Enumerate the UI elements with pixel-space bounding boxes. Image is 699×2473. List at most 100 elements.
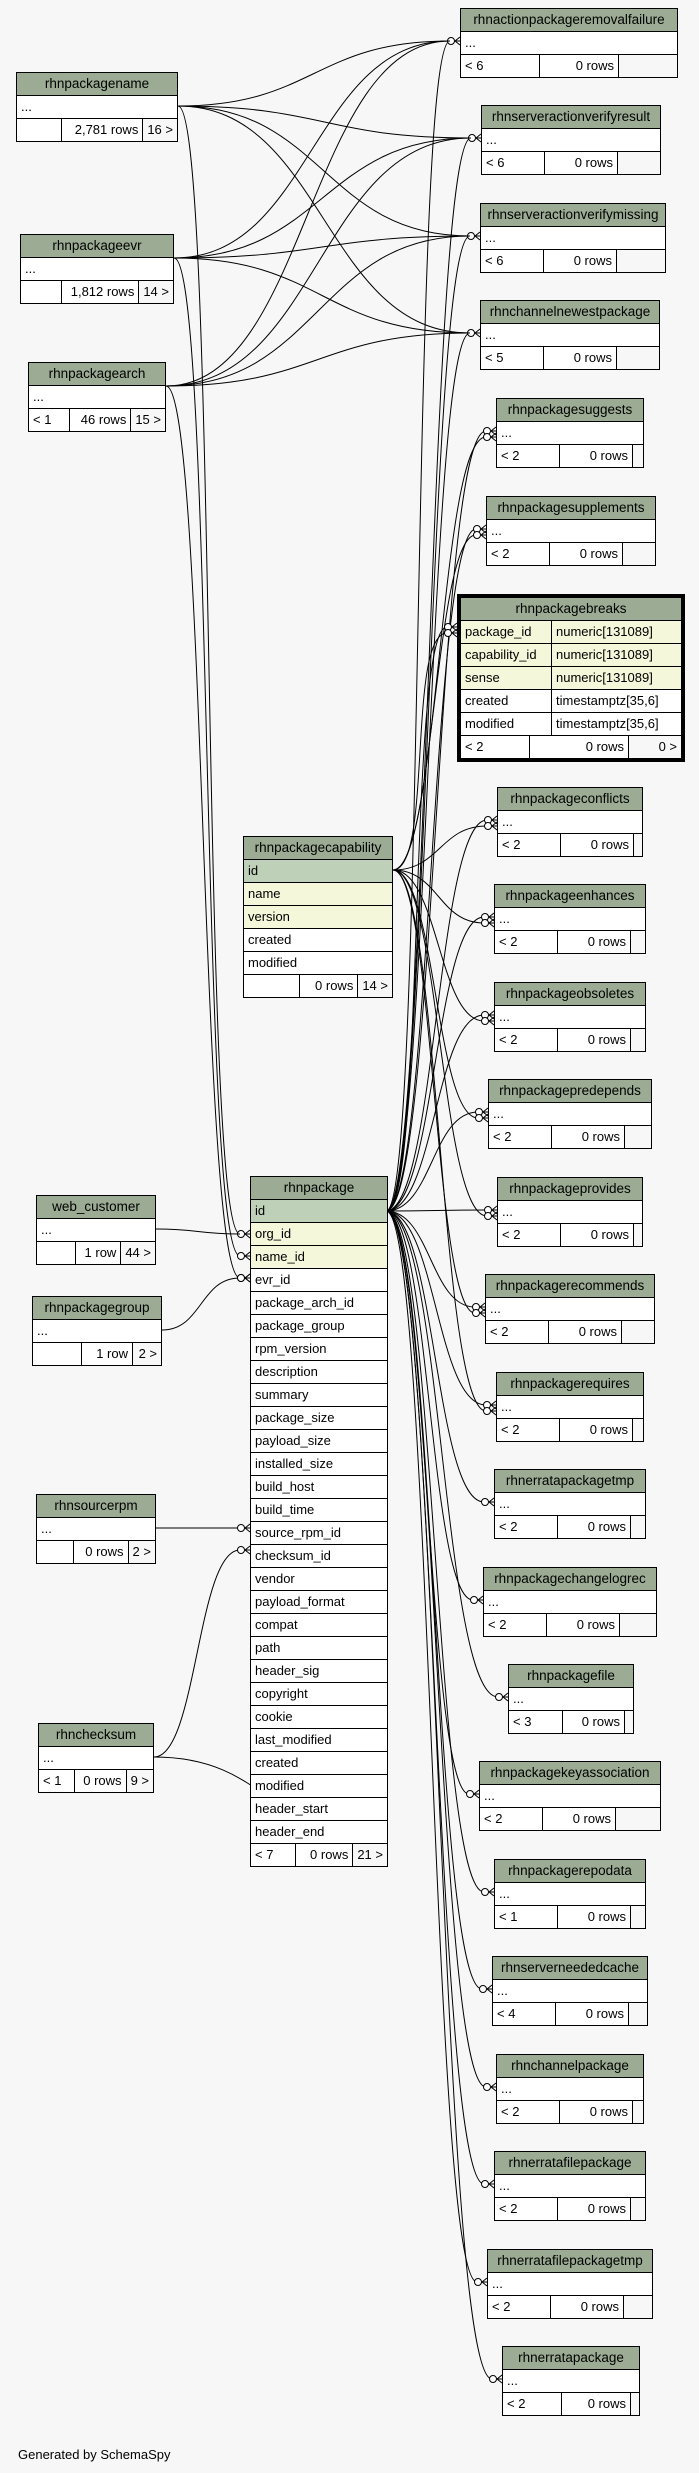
table-title[interactable]: rhnpackageprovides xyxy=(498,1178,642,1201)
footer-parents[interactable]: < 1 xyxy=(495,1906,557,1928)
table-title[interactable]: rhnpackagerecommends xyxy=(486,1275,654,1298)
footer-parents[interactable]: < 2 xyxy=(486,1321,548,1343)
table-title[interactable]: rhnpackagekeyassociation xyxy=(480,1762,660,1785)
table-title[interactable]: rhnpackagesuggests xyxy=(497,399,643,422)
footer-parents[interactable] xyxy=(37,1541,73,1563)
footer-children[interactable] xyxy=(632,445,643,467)
table-title[interactable]: rhnpackagefile xyxy=(509,1665,633,1688)
table-title[interactable]: rhnerratafilepackage xyxy=(495,2152,645,2175)
footer-parents[interactable]: < 2 xyxy=(497,2101,559,2123)
table-title[interactable]: rhnpackagebreaks xyxy=(461,598,681,621)
table-title[interactable]: rhnpackageobsoletes xyxy=(495,983,645,1006)
footer-children[interactable]: 14 > xyxy=(138,281,173,303)
table-title[interactable]: rhnerratapackage xyxy=(503,2347,639,2370)
footer-children[interactable]: 15 > xyxy=(130,409,165,431)
footer-parents[interactable] xyxy=(244,975,300,997)
footer-children[interactable]: 44 > xyxy=(120,1242,155,1264)
footer-children[interactable]: 16 > xyxy=(142,119,177,141)
table-title[interactable]: rhnpackagepredepends xyxy=(489,1080,651,1103)
footer-children[interactable] xyxy=(628,2003,647,2025)
footer-children[interactable] xyxy=(632,1419,643,1441)
footer-parents[interactable]: < 2 xyxy=(480,1808,542,1830)
table-title[interactable]: rhnerratafilepackagetmp xyxy=(488,2250,652,2273)
footer-parents[interactable]: < 7 xyxy=(251,1844,296,1866)
table-title[interactable]: rhnchannelpackage xyxy=(497,2055,643,2078)
footer-children[interactable]: 14 > xyxy=(357,975,392,997)
footer-children[interactable] xyxy=(633,834,642,856)
table-title[interactable]: rhnpackagecapability xyxy=(244,837,392,860)
footer-children[interactable] xyxy=(633,1224,642,1246)
footer-children[interactable]: 2 > xyxy=(127,1541,155,1563)
footer-parents[interactable]: < 4 xyxy=(493,2003,555,2025)
footer-parents[interactable]: < 1 xyxy=(39,1770,74,1792)
footer-parents[interactable]: < 2 xyxy=(495,2198,557,2220)
table-title[interactable]: rhnserveractionverifymissing xyxy=(481,204,665,227)
footer-children[interactable]: 0 > xyxy=(628,736,681,758)
footer-parents[interactable]: < 2 xyxy=(503,2393,562,2415)
footer-children[interactable]: 21 > xyxy=(352,1844,387,1866)
table-title[interactable]: rhnchannelnewestpackage xyxy=(481,301,659,324)
footer-children[interactable] xyxy=(621,1321,654,1343)
footer-parents[interactable]: < 2 xyxy=(488,2296,550,2318)
table-title[interactable]: rhnserverneededcache xyxy=(493,1957,647,1980)
footer-children[interactable] xyxy=(630,2198,645,2220)
table-title[interactable]: rhnchecksum xyxy=(39,1724,153,1747)
footer-children[interactable] xyxy=(615,1808,660,1830)
footer-parents[interactable]: < 6 xyxy=(461,55,539,77)
footer-children[interactable] xyxy=(616,250,665,272)
footer-parents[interactable]: < 1 xyxy=(29,409,70,431)
footer-parents[interactable]: < 2 xyxy=(461,736,529,758)
footer-parents[interactable]: < 2 xyxy=(495,1029,557,1051)
footer-children[interactable] xyxy=(616,347,659,369)
footer-parents[interactable] xyxy=(37,1242,75,1264)
footer-parents[interactable]: < 2 xyxy=(498,834,560,856)
table-title[interactable]: rhnpackagearch xyxy=(29,363,165,386)
footer-parents[interactable]: < 2 xyxy=(489,1126,551,1148)
table-title[interactable]: rhnpackage xyxy=(251,1177,387,1200)
footer-children[interactable]: 9 > xyxy=(125,1770,153,1792)
footer-children[interactable] xyxy=(624,1126,651,1148)
footer-children[interactable] xyxy=(630,931,645,953)
table-title[interactable]: web_customer xyxy=(37,1196,155,1219)
footer-parents[interactable]: < 2 xyxy=(498,1224,560,1246)
footer-children[interactable] xyxy=(619,1614,656,1636)
footer-children[interactable] xyxy=(618,55,677,77)
footer-children[interactable] xyxy=(623,2296,652,2318)
footer-children[interactable] xyxy=(630,2393,639,2415)
table-title[interactable]: rhnsourcerpm xyxy=(37,1495,155,1518)
table-title[interactable]: rhnpackagesupplements xyxy=(487,497,655,520)
table-title[interactable]: rhnpackagegroup xyxy=(33,1297,161,1320)
table-title[interactable]: rhnpackageevr xyxy=(21,235,173,258)
footer-parents[interactable]: < 2 xyxy=(495,931,557,953)
footer-parents[interactable]: < 2 xyxy=(495,1516,557,1538)
footer-parents[interactable]: < 2 xyxy=(497,445,559,467)
footer-parents[interactable]: < 2 xyxy=(497,1419,559,1441)
footer-children[interactable] xyxy=(630,1906,645,1928)
table-title[interactable]: rhnpackagerepodata xyxy=(495,1860,645,1883)
